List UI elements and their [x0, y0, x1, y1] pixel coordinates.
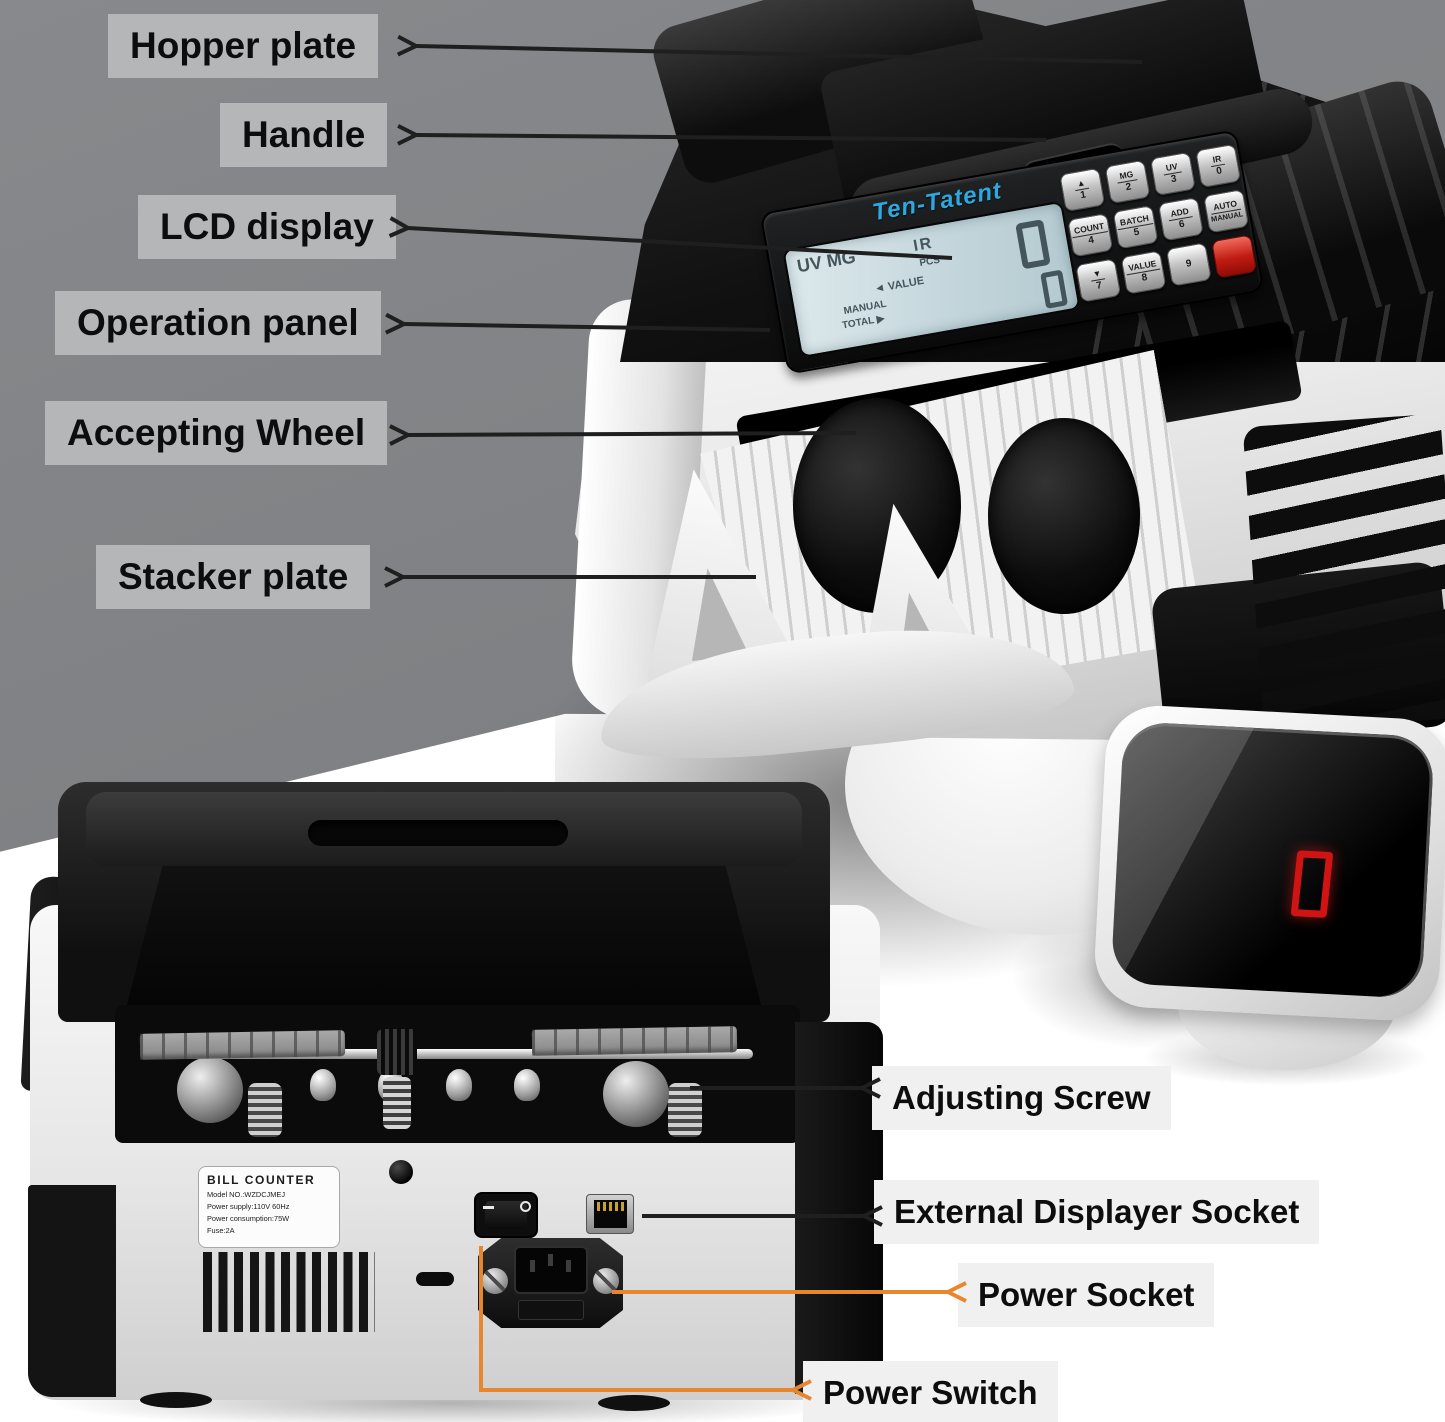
spec-title: BILL COUNTER [207, 1173, 316, 1187]
screen-gloss [1110, 721, 1435, 999]
coil-spring [668, 1083, 702, 1137]
spec-line-consumption: Power consumption:75W [207, 1213, 290, 1223]
rear-left-corner [28, 1185, 116, 1397]
lcd-count-digit [1015, 219, 1051, 270]
chrome-bolt [310, 1069, 336, 1101]
power-off-mark [520, 1201, 531, 1212]
rear-guide-rail [531, 1026, 738, 1056]
rear-vent-grille [203, 1252, 375, 1332]
power-on-mark [483, 1206, 494, 1209]
lcd-uv-mg: UV MG [795, 246, 858, 277]
annotation-handle: Handle [220, 103, 388, 167]
rear-top-cover [58, 782, 830, 1022]
rubber-foot [598, 1395, 670, 1411]
socket-screw [482, 1268, 508, 1294]
mechanism-disc [603, 1061, 669, 1127]
annotation-accepting-wheel: Accepting Wheel [45, 401, 388, 465]
annotation-adjusting-screw: Adjusting Screw [872, 1066, 1171, 1130]
socket-pin [530, 1260, 535, 1272]
annotation-power-socket: Power Socket [958, 1263, 1215, 1327]
chrome-bolt [446, 1069, 472, 1101]
coil-spring [248, 1083, 282, 1137]
spec-label: BILL COUNTER Model NO.:WZDCJMEJ Power su… [198, 1166, 340, 1248]
display-screen [1110, 721, 1435, 999]
socket-pin [566, 1260, 571, 1272]
lcd-value-digit [1040, 269, 1069, 309]
power-switch[interactable] [474, 1192, 538, 1238]
key-9[interactable]: 9 [1165, 242, 1212, 287]
key-down[interactable]: ▼7 [1075, 258, 1122, 303]
fuse-drawer [518, 1300, 584, 1320]
rj11-pins [597, 1202, 624, 1211]
annotation-lcd-display: LCD display [138, 195, 396, 259]
rear-right-corner [795, 1022, 883, 1394]
display-body [1092, 703, 1445, 1023]
rear-hopper-opening [124, 866, 764, 1016]
lcd-ir: IR [912, 234, 935, 255]
annotation-external-socket: External Displayer Socket [874, 1180, 1320, 1244]
chrome-bolt [514, 1069, 540, 1101]
rear-mechanism [115, 1005, 800, 1143]
security-slot [416, 1272, 454, 1286]
annotation-stacker-plate: Stacker plate [96, 545, 371, 609]
accepting-wheel-right [988, 418, 1148, 614]
external-displayer-socket[interactable] [586, 1194, 634, 1234]
rear-guide-rail [139, 1030, 346, 1060]
annotation-operation-panel: Operation panel [55, 291, 381, 355]
annotation-hopper-plate: Hopper plate [108, 14, 379, 78]
spec-line-model: Model NO.:WZDCJMEJ [207, 1190, 286, 1199]
adjusting-screw-spring [383, 1077, 411, 1129]
led-digit [1290, 850, 1334, 918]
adjusting-screw[interactable] [377, 1029, 417, 1075]
lcd-pcs: PCS [918, 254, 941, 270]
socket-pin [548, 1254, 553, 1266]
annotation-power-switch: Power Switch [803, 1361, 1058, 1422]
panel-screw [389, 1160, 413, 1184]
mechanism-disc [177, 1057, 243, 1123]
rear-handle-recess [308, 820, 568, 846]
socket-screw [593, 1268, 619, 1294]
spec-line-supply: Power supply:110V 60Hz [207, 1201, 290, 1211]
key-clear[interactable] [1211, 234, 1258, 279]
side-vents [1242, 413, 1445, 732]
key-up[interactable]: ▲1 [1059, 167, 1106, 213]
spec-line-fuse: Fuse:2A [207, 1225, 235, 1235]
mechanism-shaft [173, 1049, 753, 1059]
rubber-foot [140, 1392, 212, 1408]
stacker-plate-cutout [679, 564, 748, 661]
lcd-value: ◄ VALUE [873, 274, 926, 296]
power-socket[interactable] [478, 1238, 623, 1328]
